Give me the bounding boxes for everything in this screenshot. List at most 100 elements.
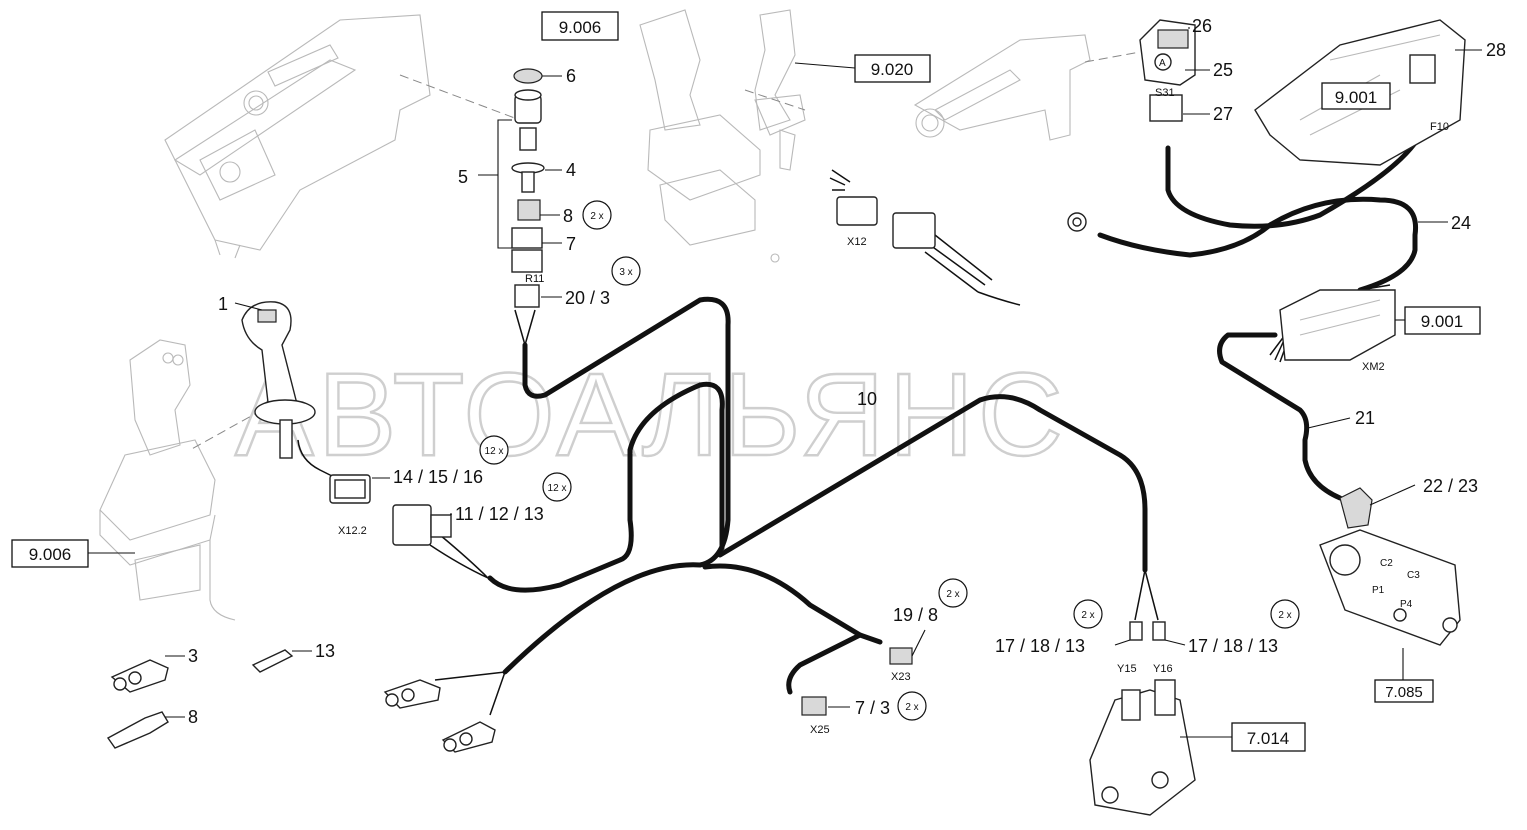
connector-label-y15: Y15 xyxy=(1117,663,1137,675)
label-item-7-top: 7 xyxy=(566,234,576,254)
label-item-8-top: 8 xyxy=(563,206,573,226)
connector-label-xm2: XM2 xyxy=(1362,361,1385,373)
connector-y15 xyxy=(1129,621,1143,641)
harness-10-branch-x23 xyxy=(702,563,883,645)
svg-text:9.001: 9.001 xyxy=(1421,312,1464,331)
wire-joystick-1 xyxy=(297,439,341,481)
ref-box-7085[interactable]: 7.085 xyxy=(1374,679,1434,703)
connector-x12 xyxy=(836,196,936,249)
wire-x12-top xyxy=(829,169,851,191)
ref-box-9001-mid[interactable]: 9.001 xyxy=(1404,306,1481,335)
connector-label-f10: F10 xyxy=(1430,121,1449,133)
ref-box-9020[interactable]: 9.020 xyxy=(854,54,931,83)
harness-24-cross xyxy=(1165,115,1428,229)
connector-label-x12-2: X12.2 xyxy=(338,525,367,537)
wire-r11 xyxy=(514,309,536,346)
bracket-5 xyxy=(478,119,512,249)
label-item-26: 26 xyxy=(1192,16,1212,36)
valve-block-7014 xyxy=(1089,679,1196,816)
label-item-28: 28 xyxy=(1486,40,1506,60)
label-item-27: 27 xyxy=(1213,104,1233,124)
label-item-6: 6 xyxy=(566,66,576,86)
svg-text:2 x: 2 x xyxy=(946,589,959,600)
svg-text:2 x: 2 x xyxy=(905,702,918,713)
wire-spade-terminals xyxy=(434,671,506,716)
terminal-8 xyxy=(106,711,169,749)
quantity-badge-19: 2 x xyxy=(938,578,968,608)
label-item-14-15-16: 14 / 15 / 16 xyxy=(393,467,483,487)
connector-x25 xyxy=(801,696,827,716)
connector-x12-2-plug xyxy=(329,474,371,504)
svg-text:2 x: 2 x xyxy=(590,211,603,222)
connector-y16 xyxy=(1152,621,1166,641)
connector-11-12-13 xyxy=(392,504,452,546)
port-label-p1: P1 xyxy=(1372,585,1385,596)
port-label-c2: C2 xyxy=(1380,558,1393,569)
port-label-c3: C3 xyxy=(1407,570,1420,581)
harness-10-branch-x25 xyxy=(786,632,863,695)
ref-box-9001-top[interactable]: 9.001 xyxy=(1321,82,1391,110)
wire-y15-y16 xyxy=(1134,569,1159,621)
quantity-badge-7: 2 x xyxy=(897,691,927,721)
label-item-10: 10 xyxy=(857,389,877,409)
wire-x12-2 xyxy=(429,534,489,579)
connector-label-x25: X25 xyxy=(810,724,830,736)
connector-label-y16: Y16 xyxy=(1153,663,1173,675)
connector-label-s31: S31 xyxy=(1155,87,1175,99)
label-item-21: 21 xyxy=(1355,408,1375,428)
connector-22-23 xyxy=(1339,487,1373,529)
valve-block-7085 xyxy=(1319,529,1461,646)
svg-text:2 x: 2 x xyxy=(1081,610,1094,621)
port-label-p4: P4 xyxy=(1400,599,1413,610)
svg-text:9.001: 9.001 xyxy=(1335,88,1378,107)
ref-box-9006-left[interactable]: 9.006 xyxy=(11,539,89,568)
svg-text:3 x: 3 x xyxy=(619,267,632,278)
quantity-badge-17-right: 2 x xyxy=(1270,599,1300,629)
label-item-1: 1 xyxy=(218,294,228,314)
label-item-4: 4 xyxy=(566,160,576,180)
label-item-19-8: 19 / 8 xyxy=(893,605,938,625)
svg-text:12 x: 12 x xyxy=(548,483,567,494)
quantity-badge-14: 12 x xyxy=(479,435,509,465)
label-item-5: 5 xyxy=(458,167,468,187)
harness-10-branch-right xyxy=(717,394,1148,573)
label-item-20-3: 20 / 3 xyxy=(565,288,610,308)
quantity-badge-8: 2 x xyxy=(582,200,612,230)
ghost-cab-console-right xyxy=(913,34,1091,141)
label-item-17-18-13-right: 17 / 18 / 13 xyxy=(1188,636,1278,656)
ref-box-7014[interactable]: 7.014 xyxy=(1231,722,1306,752)
potentiometer-switch-assembly xyxy=(511,68,545,308)
quantity-badge-17-left: 2 x xyxy=(1073,599,1103,629)
svg-text:12 x: 12 x xyxy=(485,446,504,457)
switch-s31 xyxy=(1139,19,1196,122)
quantity-badge-20: 3 x xyxy=(611,256,641,286)
harness-21 xyxy=(1217,332,1343,501)
ref-box-9006-top[interactable]: 9.006 xyxy=(541,11,619,41)
terminal-3 xyxy=(110,659,169,693)
connector-label-x12: X12 xyxy=(847,236,867,248)
harness-10-branch-left xyxy=(487,381,725,593)
label-item-24: 24 xyxy=(1451,213,1471,233)
label-item-7-3: 7 / 3 xyxy=(855,698,890,718)
svg-text:2 x: 2 x xyxy=(1278,610,1291,621)
connector-xm2 xyxy=(1279,289,1396,361)
joystick-1 xyxy=(241,301,316,459)
leader-lines xyxy=(88,27,1482,738)
connector-label-x23: X23 xyxy=(891,671,911,683)
connector-x23 xyxy=(889,647,913,665)
label-item-8-bottom: 8 xyxy=(188,707,198,727)
ghost-joystick-left xyxy=(99,339,236,621)
label-item-17-18-13-left: 17 / 18 / 13 xyxy=(995,636,1085,656)
label-item-11-12-13: 11 / 12 / 13 xyxy=(455,504,544,524)
ghost-leader-line xyxy=(399,74,521,121)
connector-label-r11: R11 xyxy=(525,273,544,285)
harness-10-main xyxy=(502,296,731,675)
svg-text:7.014: 7.014 xyxy=(1247,729,1290,748)
label-item-13: 13 xyxy=(315,641,335,661)
ring-terminal xyxy=(1067,212,1087,232)
label-item-22-23: 22 / 23 xyxy=(1423,476,1478,496)
svg-text:9.006: 9.006 xyxy=(29,545,72,564)
ghost-cab-console-left xyxy=(164,14,431,259)
spade-terminal-pair-lower xyxy=(441,721,496,753)
svg-text:7.085: 7.085 xyxy=(1385,684,1423,701)
